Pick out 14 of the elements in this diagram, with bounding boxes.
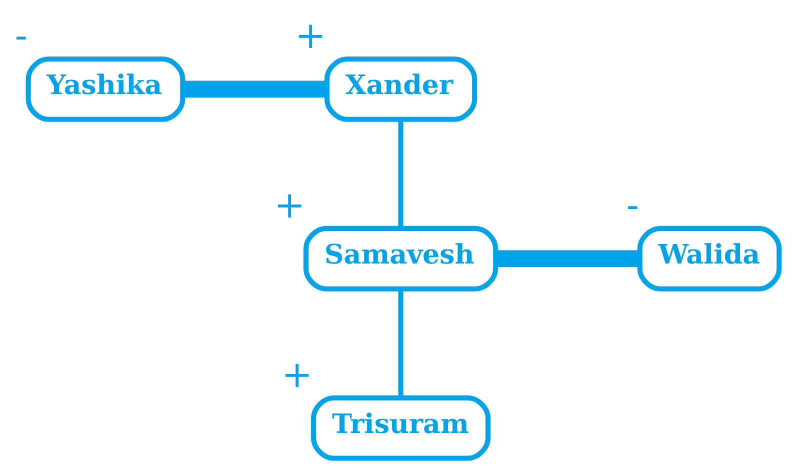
connector xyxy=(398,288,404,398)
node-box: Walida xyxy=(637,225,782,291)
node-label: + xyxy=(282,352,313,396)
connector xyxy=(496,250,640,267)
node-box: Xander xyxy=(324,56,478,122)
node-label: - xyxy=(626,183,639,226)
connector xyxy=(398,119,404,228)
node-label: + xyxy=(295,14,326,57)
node-box: Trisuram xyxy=(311,394,491,460)
node-box: Samavesh xyxy=(303,225,498,291)
node-box: Yashika xyxy=(26,56,186,122)
connector xyxy=(182,80,327,98)
node-label: + xyxy=(274,183,306,226)
node-label: - xyxy=(14,14,28,57)
